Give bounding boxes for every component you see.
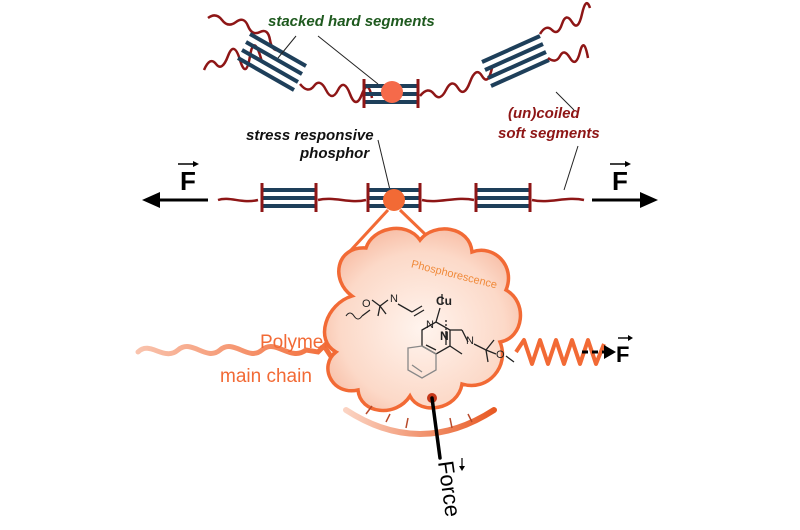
atom-cu: Cu bbox=[436, 294, 452, 308]
force-arrow-bottom-head bbox=[604, 345, 616, 359]
soft-segment-stretched bbox=[421, 197, 475, 203]
atom-o-right: O bbox=[496, 349, 505, 361]
label-phosphor: phosphor bbox=[299, 145, 370, 162]
leader-line bbox=[277, 35, 297, 59]
top-coiled-chain bbox=[202, 1, 592, 108]
leader-line bbox=[563, 145, 579, 191]
stretched-chain: F bbox=[142, 161, 658, 212]
soft-segment-squiggle bbox=[299, 81, 374, 104]
leader-line bbox=[317, 35, 379, 85]
soft-segment-stretched bbox=[217, 197, 259, 203]
soft-segment-squiggle bbox=[207, 14, 281, 52]
atom-o-left: O bbox=[362, 298, 371, 310]
soft-segment-stretched bbox=[317, 197, 367, 203]
gauge-arc bbox=[343, 407, 497, 437]
label-main-chain: main chain bbox=[220, 366, 312, 387]
label-stacked-hard-segments: stacked hard segments bbox=[268, 13, 435, 30]
hard-segment-block-center bbox=[366, 183, 422, 212]
cu-complex-atoms: O N Cu N N N O bbox=[362, 293, 505, 361]
atom-n-center: N bbox=[440, 329, 449, 343]
phosphor-dot-middle bbox=[383, 189, 405, 211]
leader-line bbox=[377, 139, 391, 191]
soft-segment-squiggle bbox=[547, 44, 590, 64]
soft-segment-squiggle bbox=[538, 1, 592, 35]
label-soft-segments: soft segments bbox=[498, 125, 600, 142]
force-label-right: F bbox=[612, 166, 628, 196]
label-uncoiled: (un)coiled bbox=[508, 105, 580, 122]
atom-n-pyridine: N bbox=[426, 319, 434, 331]
gauge-ticks bbox=[365, 405, 473, 429]
hard-segment-block bbox=[260, 183, 318, 212]
force-label-bottom: F bbox=[616, 342, 629, 367]
force-gauge: Force bbox=[343, 393, 497, 518]
soft-segment-squiggle bbox=[202, 44, 264, 71]
hard-segment-stack bbox=[481, 34, 550, 88]
phosphorescence-cloud bbox=[322, 226, 523, 413]
hard-segment-stack-center bbox=[362, 79, 420, 108]
leader-line bbox=[555, 91, 575, 111]
force-arrow-right-head bbox=[640, 192, 658, 208]
polymer-chain-right bbox=[514, 338, 606, 366]
cu-complex-structure bbox=[345, 294, 515, 379]
label-polymer: Polymer bbox=[260, 332, 330, 353]
phosphor-dot-top bbox=[381, 81, 403, 103]
hard-segment-stack bbox=[237, 32, 307, 92]
gauge-needle bbox=[430, 396, 442, 460]
soft-segment-stretched bbox=[531, 197, 585, 203]
label-stress-responsive: stress responsive bbox=[246, 127, 374, 144]
hard-segment-block bbox=[474, 183, 532, 212]
soft-segment-squiggle bbox=[419, 67, 494, 99]
force-label-left: F bbox=[180, 166, 196, 196]
atom-n-left: N bbox=[390, 293, 398, 305]
polymer-main-chain bbox=[135, 338, 606, 366]
polymer-chain-left bbox=[135, 342, 341, 363]
force-arrow-left-head bbox=[142, 192, 160, 208]
atom-n-right: N bbox=[466, 335, 474, 347]
